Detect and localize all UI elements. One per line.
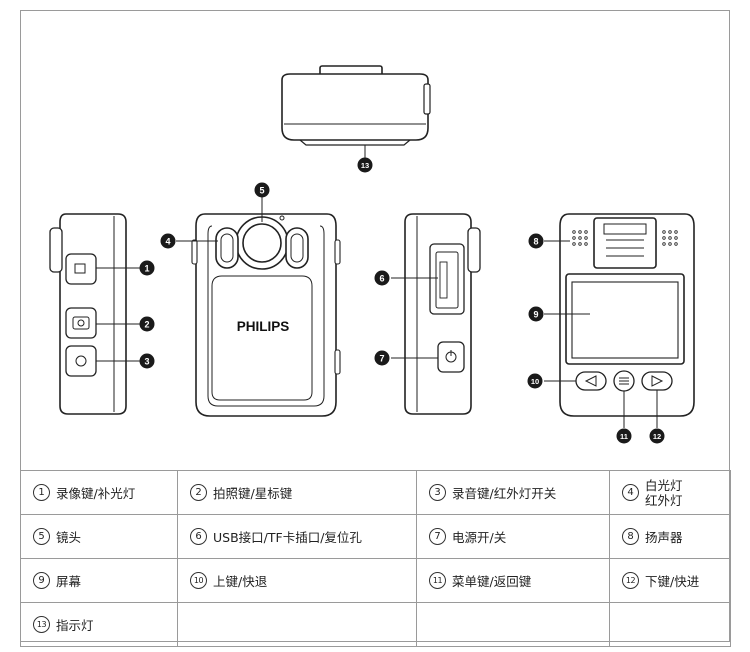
marker-11: 11 [616, 428, 632, 444]
legend-number: 10 [190, 572, 207, 589]
svg-text:6: 6 [379, 274, 384, 284]
legend-label-second: 红外灯 [645, 492, 683, 508]
legend-cell: 12 下键/快进 [609, 558, 731, 603]
marker-5: 5 [254, 182, 270, 198]
svg-text:10: 10 [531, 377, 539, 386]
legend-label: 镜头 [56, 530, 82, 545]
legend-cell: 8 扬声器 [609, 514, 731, 559]
legend-cell: 1 录像键/补光灯 [20, 470, 178, 515]
legend-label: 扬声器 [645, 530, 683, 545]
legend-table: 1 录像键/补光灯 2 拍照键/星标键 3 录音键/红外灯开关 4 白光灯红外灯 5 镜头… [20, 470, 731, 647]
legend-row: 1 录像键/补光灯 2 拍照键/星标键 3 录音键/红外灯开关 4 白光灯红外灯 [20, 470, 731, 515]
top-view [281, 65, 431, 158]
svg-text:12: 12 [653, 432, 661, 441]
legend-label: 录音键/红外灯开关 [452, 486, 557, 501]
svg-text:13: 13 [361, 161, 369, 170]
legend-number: 5 [33, 528, 50, 545]
legend-cell: 11 菜单键/返回键 [416, 558, 610, 603]
legend-cell: 6 USB接口/TF卡插口/复位孔 [177, 514, 417, 559]
right-side-view [391, 213, 481, 415]
front-view [176, 196, 341, 417]
legend-label: 白光灯 [645, 477, 683, 493]
marker-12: 12 [649, 428, 665, 444]
legend-cell: 4 白光灯红外灯 [609, 470, 731, 515]
legend-cell-empty [177, 602, 417, 647]
device-diagram: PHILIPS [49, 65, 695, 444]
marker-7: 7 [374, 350, 390, 366]
svg-text:7: 7 [379, 354, 384, 364]
legend-row: 9 屏幕 10 上键/快退 11 菜单键/返回键 12 下键/快进 [20, 558, 731, 603]
legend-label: 下键/快进 [645, 574, 700, 589]
svg-text:11: 11 [620, 432, 628, 441]
legend-number: 4 [622, 484, 639, 501]
legend-number: 11 [429, 572, 446, 589]
legend-cell: 5 镜头 [20, 514, 178, 559]
legend-cell: 7 电源开/关 [416, 514, 610, 559]
marker-4: 4 [160, 233, 176, 249]
legend-number: 8 [622, 528, 639, 545]
left-side-view [49, 213, 140, 415]
marker-1: 1 [139, 260, 155, 276]
legend-label: 菜单键/返回键 [452, 574, 532, 589]
legend-number: 6 [190, 528, 207, 545]
legend-cell: 3 录音键/红外灯开关 [416, 470, 610, 515]
legend-number: 7 [429, 528, 446, 545]
legend-cell: 9 屏幕 [20, 558, 178, 603]
legend-label: 指示灯 [56, 618, 94, 633]
legend-cell-empty [609, 602, 731, 647]
legend-row: 5 镜头 6 USB接口/TF卡插口/复位孔 7 电源开/关 8 扬声器 [20, 514, 731, 559]
brand-logo: PHILIPS [237, 319, 290, 334]
legend-label: 拍照键/星标键 [213, 486, 293, 501]
legend-label: 上键/快退 [213, 574, 268, 589]
legend-label: USB接口/TF卡插口/复位孔 [213, 530, 362, 545]
svg-text:9: 9 [533, 310, 538, 320]
svg-text:4: 4 [165, 237, 170, 247]
legend-row: 13 指示灯 [20, 602, 731, 647]
marker-2: 2 [139, 316, 155, 332]
legend-number: 13 [33, 616, 50, 633]
marker-13: 13 [357, 157, 373, 173]
marker-6: 6 [374, 270, 390, 286]
legend-number: 2 [190, 484, 207, 501]
legend-cell: 13 指示灯 [20, 602, 178, 647]
svg-text:8: 8 [533, 237, 538, 247]
svg-text:2: 2 [144, 320, 149, 330]
marker-10: 10 [527, 373, 543, 389]
svg-text:5: 5 [259, 186, 264, 196]
legend-label: 屏幕 [56, 574, 82, 589]
legend-number: 1 [33, 484, 50, 501]
back-view [544, 213, 695, 428]
legend-number: 3 [429, 484, 446, 501]
svg-text:1: 1 [144, 264, 149, 274]
marker-9: 9 [528, 306, 544, 322]
legend-cell-empty [416, 602, 610, 647]
legend-label: 电源开/关 [452, 530, 507, 545]
legend-cell: 10 上键/快退 [177, 558, 417, 603]
svg-text:3: 3 [144, 357, 149, 367]
marker-8: 8 [528, 233, 544, 249]
legend-number: 9 [33, 572, 50, 589]
marker-3: 3 [139, 353, 155, 369]
legend-cell: 2 拍照键/星标键 [177, 470, 417, 515]
legend-label: 录像键/补光灯 [56, 486, 136, 501]
legend-number: 12 [622, 572, 639, 589]
